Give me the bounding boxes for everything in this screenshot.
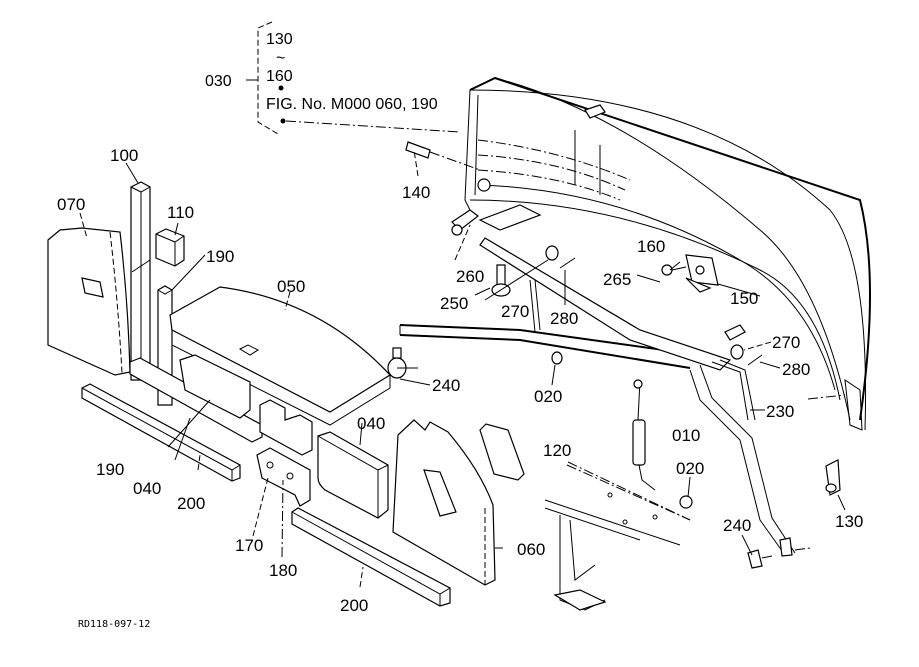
part-label-060: 060 <box>517 540 545 559</box>
part-190-beam <box>129 357 263 443</box>
part-label-280-left: 280 <box>550 309 578 328</box>
part-label-050: 050 <box>277 277 305 296</box>
part-label-240-left: 240 <box>432 376 460 395</box>
part-label-260: 260 <box>456 267 484 286</box>
range-end-label: 160 <box>266 68 293 85</box>
part-label-040-right: 040 <box>357 414 385 433</box>
part-label-120: 120 <box>543 441 571 460</box>
part-label-270-right: 270 <box>772 333 800 352</box>
part-label-010: 010 <box>672 426 700 445</box>
part-label-150: 150 <box>730 289 758 308</box>
part-label-265: 265 <box>603 270 631 289</box>
part-label-200-left: 200 <box>177 494 205 513</box>
part-140-rod <box>405 141 481 171</box>
part-label-250: 250 <box>440 294 468 313</box>
part-050-top-pad <box>169 286 391 426</box>
part-label-020-left: 020 <box>534 387 562 406</box>
hinge-left <box>451 178 491 236</box>
part-130-seal <box>825 459 841 496</box>
part-label-280-right: 280 <box>782 360 810 379</box>
part-100-post <box>130 181 151 381</box>
part-200-beam-right <box>291 507 451 607</box>
part-label-100: 100 <box>110 146 138 165</box>
part-label-020-right: 020 <box>676 459 704 478</box>
part-160-bolt <box>661 264 687 276</box>
hood-assembly <box>464 76 871 431</box>
part-label-110: 110 <box>167 203 194 222</box>
range-start-label: 130 <box>266 31 293 48</box>
chassis-frame <box>544 461 691 611</box>
part-label-140: 140 <box>402 183 430 202</box>
part-label-160: 160 <box>637 237 665 256</box>
part-label-180: 180 <box>269 561 297 580</box>
part-label-190-lower: 190 <box>96 460 124 479</box>
range-separator: ~ <box>276 50 285 67</box>
part-label-240-right: 240 <box>723 516 751 535</box>
part-label-170: 170 <box>235 536 263 555</box>
part-label-200-right: 200 <box>340 596 368 615</box>
drawing-code: RD118-097-12 <box>78 619 150 630</box>
part-label-190-upper: 190 <box>206 247 234 266</box>
part-070-side-panel <box>47 227 131 376</box>
bullet-dot <box>278 85 284 91</box>
part-170-bracket <box>256 447 311 507</box>
stay-frame <box>399 204 811 557</box>
part-040-pad-left <box>179 354 251 419</box>
part-label-130: 130 <box>835 512 863 531</box>
part-110-block <box>155 228 185 267</box>
part-label-270-left: 270 <box>501 302 529 321</box>
part-label-040-left: 040 <box>133 479 161 498</box>
part-060-side-panel <box>392 419 496 586</box>
part-label-070: 070 <box>57 195 85 214</box>
part-200-beam-left <box>81 383 241 482</box>
leader-lines <box>79 149 846 588</box>
part-180-bracket <box>259 399 313 456</box>
part-label-230: 230 <box>766 402 794 421</box>
fig-reference-text: FIG. No. M000 060, 190 <box>266 96 438 113</box>
reference-bracket <box>246 21 461 135</box>
part-060-block <box>479 423 525 481</box>
bullet-dot <box>280 118 286 124</box>
group-label-030: 030 <box>205 73 232 90</box>
part-150-latch <box>685 254 719 293</box>
gas-spring <box>632 379 656 491</box>
part-040-pad-right <box>317 431 389 519</box>
